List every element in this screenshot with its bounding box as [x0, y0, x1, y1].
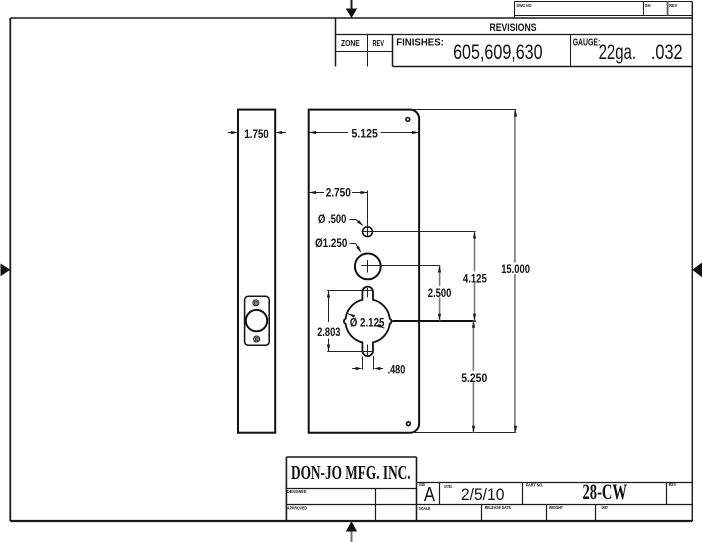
svg-text:ZONE: ZONE [341, 38, 360, 48]
svg-text:RELEASE DATE: RELEASE DATE [485, 505, 511, 510]
svg-text:FINISHES:: FINISHES: [396, 38, 444, 49]
svg-text:5.125: 5.125 [352, 129, 379, 141]
svg-text:PART NO.: PART NO. [526, 483, 543, 488]
svg-text:SCALE: SCALE [419, 506, 431, 511]
svg-text:1.750: 1.750 [244, 129, 268, 141]
svg-text:Ø1.250: Ø1.250 [315, 238, 347, 250]
svg-text:.032: .032 [651, 41, 683, 64]
svg-text:WEIGHT: WEIGHT [549, 505, 563, 510]
svg-text:2.750: 2.750 [326, 188, 351, 200]
svg-text:SHEET: SHEET [602, 505, 609, 510]
svg-text:DON-JO MFG. INC.: DON-JO MFG. INC. [291, 463, 411, 484]
svg-text:REV: REV [373, 38, 385, 48]
svg-text:4.125: 4.125 [463, 274, 487, 286]
svg-text:DESIGNED: DESIGNED [287, 489, 307, 494]
svg-text:28-CW: 28-CW [583, 479, 628, 504]
svg-text:REV: REV [669, 3, 678, 8]
svg-text:GAUGE:: GAUGE: [573, 38, 601, 49]
svg-text:2.500: 2.500 [428, 288, 452, 300]
svg-text:2.803: 2.803 [317, 327, 340, 339]
svg-text:5.250: 5.250 [461, 373, 487, 385]
svg-text:.480: .480 [388, 365, 406, 377]
svg-text:SH: SH [645, 3, 652, 8]
svg-text:APPROVED: APPROVED [287, 506, 308, 511]
svg-text:DATED:: DATED: [444, 484, 453, 489]
svg-text:Ø 2.125: Ø 2.125 [350, 317, 385, 329]
svg-text:A: A [424, 484, 436, 506]
svg-text:605,609,630: 605,609,630 [453, 41, 542, 64]
svg-text:22ga.: 22ga. [599, 41, 636, 64]
svg-text:REV: REV [669, 482, 677, 487]
svg-text:SIZE: SIZE [419, 482, 425, 487]
svg-text:Ø .500: Ø .500 [318, 214, 346, 226]
svg-text:15.000: 15.000 [501, 264, 530, 276]
svg-text:2/5/10: 2/5/10 [461, 485, 505, 504]
svg-text:DWG NO: DWG NO [517, 3, 532, 8]
svg-text:REVISIONS: REVISIONS [490, 22, 537, 34]
